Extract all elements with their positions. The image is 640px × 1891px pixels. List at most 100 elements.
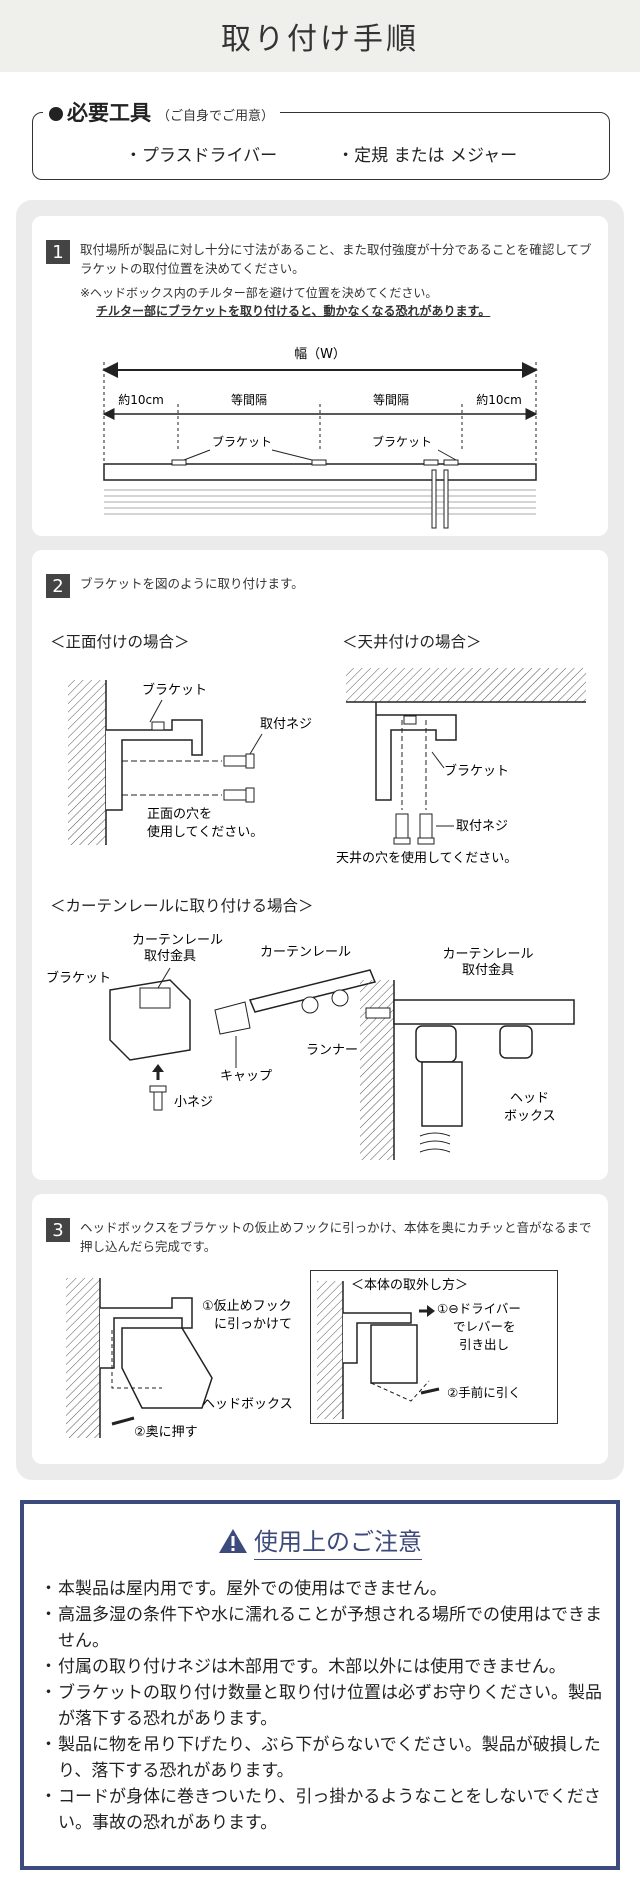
tools-heading: 必要工具 （ご自身でご用意）	[43, 97, 281, 127]
diagram-shape	[223, 789, 247, 801]
ceiling-mount-heading: ＜天井付けの場合＞	[342, 633, 482, 651]
page-title: 取り付け手順	[221, 22, 419, 57]
diagram-shape	[415, 1025, 457, 1063]
step2-card: 2 ブラケットを図のように取り付けます。 ＜正面付けの場合＞ ＜天井付けの場合＞…	[32, 550, 608, 1180]
screw-icon	[365, 1007, 391, 1019]
diagram-label: ②奥に押す	[134, 1425, 198, 1440]
diagram-label: ①仮止めフック	[202, 1299, 292, 1314]
left-margin-label: 約10cm	[118, 392, 164, 407]
diagram-shape	[421, 1061, 463, 1127]
step-text: 取付場所が製品に対し十分に寸法があること、また取付強度が十分であることを確認して…	[80, 242, 592, 276]
diagram-shape	[171, 459, 187, 466]
diagram-shape	[223, 755, 247, 767]
diagram-shape	[370, 1324, 418, 1384]
diagram-shape	[419, 813, 433, 839]
caution-item: 製品に物を吊り下げたり、ぶら下がらないでください。製品が破損したり、落下する恐れ…	[40, 1732, 612, 1784]
caution-item: 付属の取り付けネジは木部用です。木部以外には使用できません。	[40, 1654, 612, 1680]
diagram-label: 引き出し	[459, 1337, 509, 1352]
step-text: ヘッドボックスをブラケットの仮止めフックに引っかけ、本体を奥にカチッと音がなるま…	[80, 1220, 592, 1254]
diagram-label: でレバーを	[453, 1319, 516, 1334]
equal-spacing-label: 等間隔	[231, 393, 267, 407]
diagram-shape	[393, 999, 575, 1025]
screw-icon	[417, 813, 435, 845]
diagram-label: 取付ネジ	[260, 717, 312, 732]
front-mount-diagram: ブラケット 取付ネジ 正面の穴を 使用してください。	[68, 680, 312, 845]
step-number: 1	[46, 240, 70, 264]
diagram-shape	[417, 837, 435, 845]
diagram-shape	[149, 699, 163, 723]
screw-icon	[223, 753, 255, 769]
diagram-shape	[153, 1089, 163, 1111]
step3-card: 3 ヘッドボックスをブラケットの仮止めフックに引っかけ、本体を奥にカチッと音がな…	[32, 1194, 608, 1464]
tools-box: 必要工具 （ご自身でご用意） ・プラスドライバー ・定規 または メジャー	[32, 97, 610, 180]
diagram-shape	[68, 680, 106, 845]
diagram-shape	[139, 987, 171, 1009]
step-text: ブラケットを図のように取り付けます。	[80, 576, 304, 591]
diagram-shape	[419, 1148, 451, 1153]
diagram-label: キャップ	[220, 1069, 272, 1084]
diagram-label: ブラケット	[46, 970, 111, 986]
diagram-shape	[343, 1312, 412, 1364]
step-number: 2	[46, 574, 70, 598]
front-mount-heading: ＜正面付けの場合＞	[50, 633, 190, 651]
diagram-shape	[375, 702, 457, 801]
hook-install-diagram: ①仮止めフック に引っかけて ヘッドボックス ②奥に押す	[66, 1278, 293, 1440]
diagram-shape	[420, 1387, 440, 1395]
bracket-label: ブラケット	[212, 434, 272, 449]
diagram-label: ヘッドボックス	[202, 1397, 293, 1412]
caution-item: 本製品は屋内用です。屋外での使用はできません。	[40, 1576, 612, 1602]
caution-item: コードが身体に巻きついたり、引っ掛かるようなことをしないでください。事故の恐れが…	[40, 1784, 612, 1836]
diagram-shape	[231, 1548, 235, 1551]
diagram-label: 小ネジ	[174, 1095, 213, 1110]
warning-icon	[219, 1529, 247, 1553]
ceiling-mount-diagram: ブラケット 取付ネジ 天井の穴を使用してください。	[336, 668, 586, 866]
caution-title: 使用上のご注意	[254, 1522, 422, 1560]
diagram-label: カーテンレール	[132, 933, 223, 948]
screw-icon	[393, 813, 411, 845]
tool-item: ・プラスドライバー	[124, 146, 278, 166]
diagram-shape	[271, 449, 313, 461]
diagram-shape	[443, 469, 449, 529]
diagram-shape	[443, 459, 459, 466]
diagram-shape	[100, 1297, 193, 1369]
diagram-shape	[427, 1305, 435, 1317]
tool-item: ・定規 または メジャー	[337, 146, 518, 166]
diagram-label: ①⊖ドライバー	[437, 1301, 521, 1316]
diagram-label: ＜本体の取外し方＞	[351, 1277, 468, 1293]
rail-mount-heading: ＜カーテンレールに取り付ける場合＞	[50, 897, 314, 915]
diagram-label: ②手前に引く	[447, 1385, 521, 1400]
diagram-shape	[149, 1085, 167, 1093]
step-number: 3	[46, 1218, 70, 1242]
diagram-shape	[183, 449, 211, 461]
caution-item: 高温多湿の条件下や水に濡れることが予想される場所での使用はできません。	[40, 1602, 612, 1654]
caution-list: 本製品は屋内用です。屋外での使用はできません。 高温多湿の条件下や水に濡れること…	[40, 1576, 612, 1836]
diagram-label: カーテンレール	[442, 947, 533, 962]
bullet-dot-icon	[49, 107, 63, 121]
diagram-shape	[365, 1007, 391, 1019]
rail-mount-diagram: カーテンレール 取付金具 カーテンレール ブラケット ランナー キャップ 小ネジ…	[46, 933, 575, 1160]
bracket-position-diagram: 幅（W） 約10cm 等間隔 等間隔 約10cm ブラケット ブラケット	[102, 347, 538, 529]
diagram-shape	[419, 1140, 451, 1145]
diagram-shape	[151, 721, 165, 731]
removal-box: ＜本体の取外し方＞ ①⊖ドライバー でレバーを 引き出し ②手前に引く	[310, 1270, 558, 1424]
diagram-label: ブラケット	[142, 682, 207, 698]
diagram-label: ランナー	[306, 1043, 358, 1058]
diagram-shape	[214, 1001, 251, 1035]
right-margin-label: 約10cm	[476, 392, 522, 407]
diagram-shape	[419, 1132, 451, 1137]
diagram-shape	[431, 469, 437, 529]
diagram-label: ブラケット	[444, 763, 509, 779]
diagram-shape	[245, 753, 255, 769]
diagram-shape	[249, 733, 263, 755]
diagram-label: ボックス	[504, 1109, 556, 1124]
diagram-shape	[431, 751, 445, 769]
step1-card: 1 取付場所が製品に対し十分に寸法があること、また取付強度が十分であることを確認…	[32, 216, 608, 536]
diagram-label: 正面の穴を	[147, 807, 212, 822]
diagram-label: 取付金具	[144, 948, 196, 964]
caution-heading: 使用上のご注意	[24, 1522, 616, 1560]
removal-diagram: ＜本体の取外し方＞ ①⊖ドライバー でレバーを 引き出し ②手前に引く	[317, 1277, 521, 1419]
diagram-shape	[311, 459, 327, 466]
width-label: 幅（W）	[294, 347, 346, 362]
diagram-label: カーテンレール	[260, 945, 351, 960]
diagram-shape	[231, 1536, 235, 1546]
